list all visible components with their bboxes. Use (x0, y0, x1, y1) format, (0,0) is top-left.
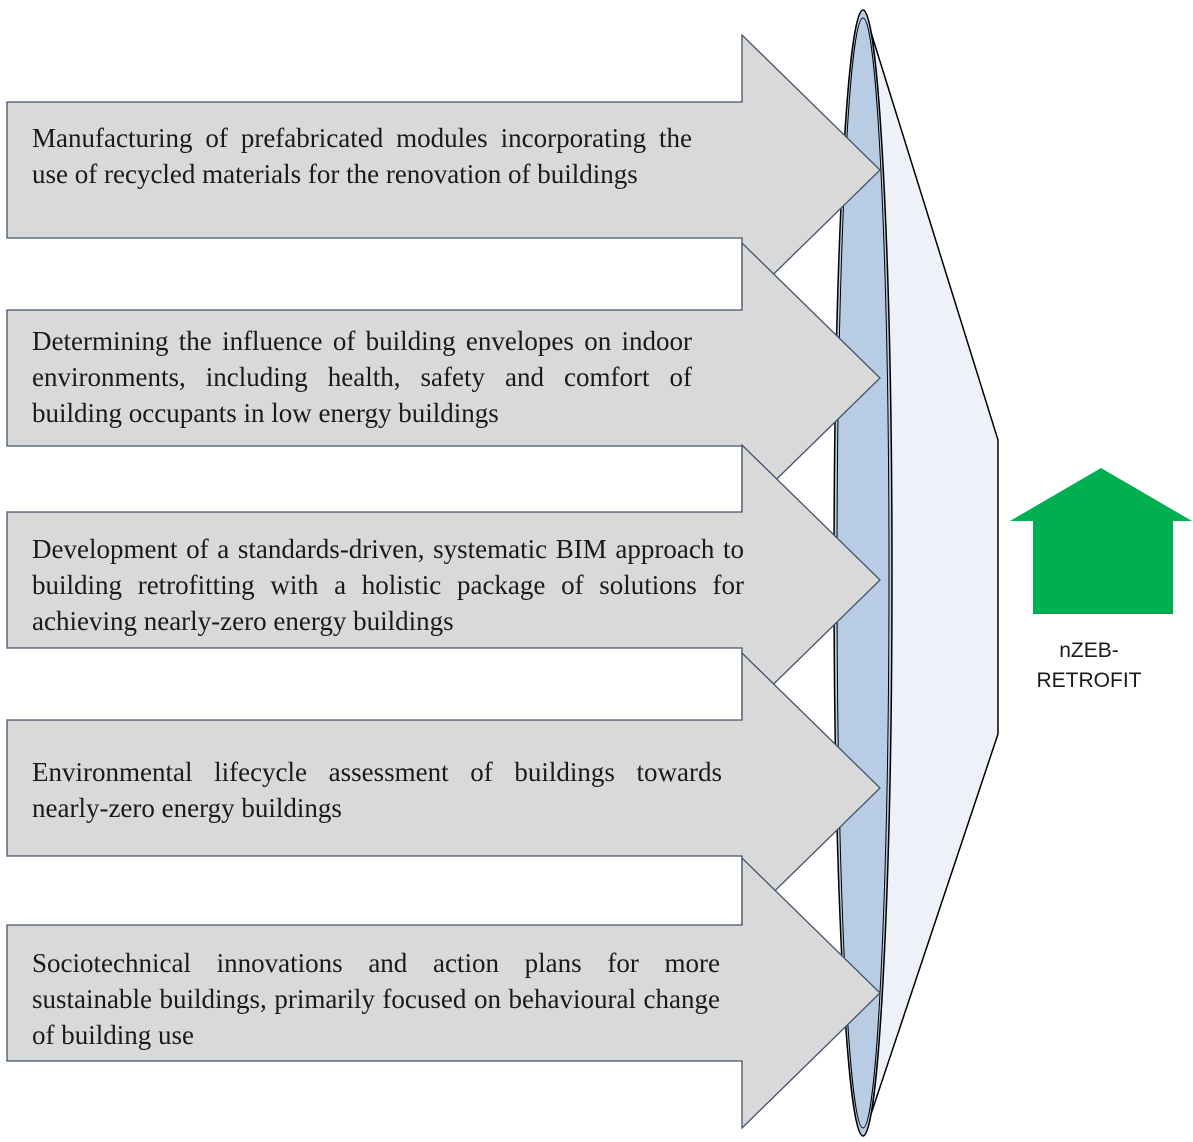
label-line-1: nZEB- (1059, 639, 1119, 662)
arrow-text-1: Manufacturing of prefabricated modules i… (32, 123, 692, 189)
block-arrow-4 (6, 651, 881, 925)
house-body (1033, 521, 1173, 614)
block-arrow-2 (6, 241, 881, 515)
arrow-text-5: Sociotechnical innovations and action pl… (32, 948, 720, 1050)
arrows-group (6, 33, 881, 1130)
arrow-text-4: Environmental lifecycle assessment of bu… (32, 757, 722, 823)
nzeb-retrofit-label: nZEB- RETROFIT (1014, 636, 1164, 696)
arrow-text-3: Development of a standards-driven, syste… (32, 534, 744, 636)
block-arrow-1 (6, 33, 881, 307)
block-arrow-3 (6, 443, 881, 717)
label-line-2: RETROFIT (1036, 669, 1142, 692)
block-arrow-5 (6, 856, 881, 1130)
house-roof (1010, 468, 1192, 521)
arrow-text-2: Determining the influence of building en… (32, 326, 692, 428)
